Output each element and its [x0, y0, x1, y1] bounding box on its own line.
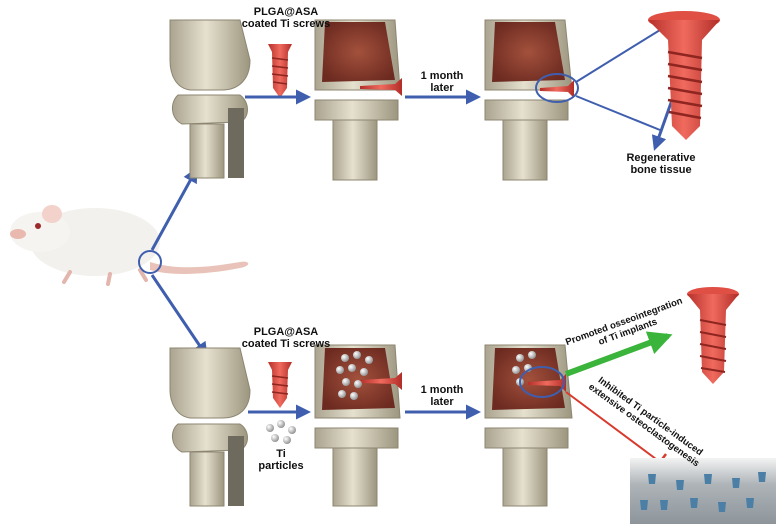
regenerative-bone-label: Regenerative bone tissue	[606, 152, 716, 176]
arrow-to-bottom-row	[152, 275, 206, 355]
top-knee-section	[315, 20, 402, 180]
top-screw-icon	[268, 44, 292, 98]
bottom-screw-label: PLGA@ASA coated Ti screws	[236, 326, 336, 350]
bottom-time-label: 1 month later	[412, 384, 472, 408]
top-time-label: 1 month later	[412, 70, 472, 94]
ti-particles-label-line1: Ti	[252, 448, 310, 460]
bottom-large-screw	[687, 287, 739, 384]
bottom-knee-intact	[170, 348, 250, 506]
bottom-screw-label-line2: coated Ti screws	[236, 338, 336, 350]
regenerative-bone-label-line1: Regenerative	[606, 152, 716, 164]
top-time-label-line1: 1 month	[412, 70, 472, 82]
top-knee-intact	[170, 20, 250, 178]
bottom-time-label-line1: 1 month	[412, 384, 472, 396]
bottom-time-label-line2: later	[412, 396, 472, 408]
ti-particles-icon	[266, 420, 296, 444]
top-time-label-line2: later	[412, 82, 472, 94]
arrow-to-top-row	[152, 170, 196, 250]
top-large-screw	[648, 11, 720, 140]
bottom-knee-section	[315, 345, 402, 506]
top-screw-label-line1: PLGA@ASA	[236, 6, 336, 18]
bottom-screw-label-line1: PLGA@ASA	[236, 326, 336, 338]
top-knee-after	[485, 20, 578, 180]
top-screw-label: PLGA@ASA coated Ti screws	[236, 6, 336, 30]
ti-particles-label-line2: particles	[252, 460, 310, 472]
regenerative-bone-label-line2: bone tissue	[606, 164, 716, 176]
top-screw-label-line2: coated Ti screws	[236, 18, 336, 30]
rat-illustration	[10, 205, 248, 284]
ti-particles-label: Ti particles	[252, 448, 310, 472]
bottom-knee-after	[485, 345, 572, 506]
bottom-screw-icon	[268, 362, 292, 408]
